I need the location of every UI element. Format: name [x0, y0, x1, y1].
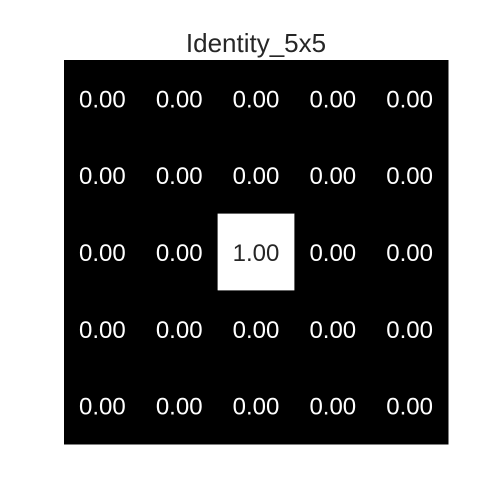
heatmap-cell-r0-c0: [64, 60, 142, 138]
heatmap-cell-label-r1-c0: 0.00: [79, 163, 126, 190]
heatmap-cell-r2-c4: [371, 213, 449, 291]
chart-title: Identity_5x5: [186, 28, 326, 58]
heatmap-labels: 0.00 0.00 0.00 0.00 0.00 0.00 0.00 0.00 0.00 0.00…: [79, 86, 433, 420]
heatmap-cell-r4-c4: [371, 367, 449, 445]
heatmap-cell-label-r3-c4: 0.00: [386, 317, 433, 344]
heatmap-cell-r3-c2: [217, 290, 295, 368]
heatmap-cell-label-r1-c3: 0.00: [309, 163, 356, 190]
heatmap-cell-label-r0-c0: 0.00: [79, 86, 126, 113]
heatmap-cell-label-r0-c1: 0.00: [156, 86, 203, 113]
heatmap-cell-r1-c4: [371, 136, 449, 215]
heatmap-cell-label-r3-c1: 0.00: [156, 317, 203, 344]
heatmap-cell-r1-c1: [140, 136, 219, 215]
heatmap-cell-r3-c1: [140, 290, 219, 368]
heatmap-cell-r0-c3: [294, 60, 372, 138]
heatmap-cell-label-r3-c2: 0.00: [233, 317, 280, 344]
heatmap-cell-label-r1-c4: 0.00: [386, 163, 433, 190]
heatmap-cell-label-r4-c3: 0.00: [309, 394, 356, 421]
heatmap-cell-r3-c3: [294, 290, 372, 368]
heatmap-cell-label-r0-c4: 0.00: [386, 86, 433, 113]
heatmap-cell-label-r4-c4: 0.00: [386, 394, 433, 421]
heatmap-cell-r0-c1: [140, 60, 219, 138]
heatmap-cell-label-r2-c0: 0.00: [79, 240, 126, 267]
heatmap-cell-r2-c3: [294, 213, 372, 291]
heatmap-cell-r4-c0: [64, 367, 142, 445]
heatmap-cells: [64, 60, 449, 445]
heatmap-cell-r2-c1: [140, 213, 219, 291]
heatmap-cell-label-r0-c2: 0.00: [233, 86, 280, 113]
heatmap-cell-label-r4-c2: 0.00: [233, 394, 280, 421]
heatmap-cell-label-r3-c0: 0.00: [79, 317, 126, 344]
heatmap-cell-r4-c3: [294, 367, 372, 445]
heatmap-cell-r1-c3: [294, 136, 372, 215]
heatmap-cell-label-r1-c1: 0.00: [156, 163, 203, 190]
heatmap-cell-r2-c2: [217, 213, 295, 291]
heatmap-cell-r4-c2: [217, 367, 295, 445]
heatmap-cell-r2-c0: [64, 213, 142, 291]
heatmap-cell-r3-c4: [371, 290, 449, 368]
heatmap-cell-label-r4-c1: 0.00: [156, 394, 203, 421]
heatmap-cell-label-r2-c1: 0.00: [156, 240, 203, 267]
heatmap-cell-label-r2-c3: 0.00: [309, 240, 356, 267]
heatmap-cell-r3-c0: [64, 290, 142, 368]
heatmap-cell-r1-c2: [217, 136, 295, 215]
heatmap-cell-label-r2-c4: 0.00: [386, 240, 433, 267]
heatmap-cell-r0-c2: [217, 60, 295, 138]
heatmap-cell-r4-c1: [140, 367, 219, 445]
heatmap-cell-label-r2-c2: 1.00: [233, 240, 280, 267]
heatmap-cell-label-r4-c0: 0.00: [79, 394, 126, 421]
heatmap-cell-label-r0-c3: 0.00: [309, 86, 356, 113]
heatmap-cell-r1-c0: [64, 136, 142, 215]
heatmap-cell-r0-c4: [371, 60, 449, 138]
heatmap-cell-label-r3-c3: 0.00: [309, 317, 356, 344]
heatmap-cell-label-r1-c2: 0.00: [233, 163, 280, 190]
